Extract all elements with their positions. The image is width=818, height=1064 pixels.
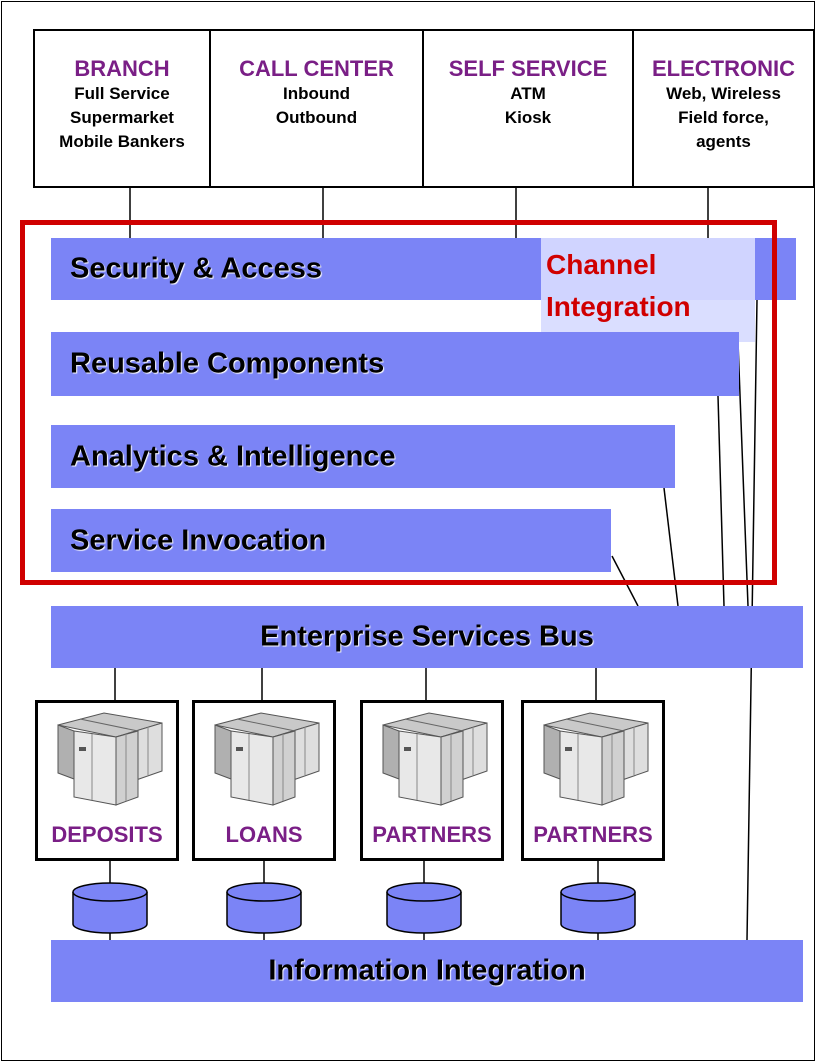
channel-self-service: SELF SERVICE ATM Kiosk: [424, 31, 634, 186]
server-rack-icon: [214, 712, 320, 806]
reusable-components-bar: Reusable Components: [51, 332, 739, 396]
channel-integration-line: Channel: [546, 249, 657, 280]
system-label: LOANS: [225, 822, 303, 847]
channel-electronic: ELECTRONIC Web, Wireless Field force, ag…: [634, 31, 813, 186]
system-partners: PARTNERS: [521, 700, 665, 861]
channel-integration-line: Integration: [546, 291, 691, 322]
channel-branch: BRANCH Full Service Supermarket Mobile B…: [35, 31, 211, 186]
channel-detail: Kiosk: [504, 108, 552, 127]
bar-label: Reusable Components: [70, 347, 385, 380]
database-cylinder-icon: [72, 882, 148, 934]
channel-detail: Outbound: [275, 108, 358, 127]
channel-detail: Full Service: [74, 84, 170, 103]
channel-detail: Web, Wireless: [666, 84, 781, 103]
channel-detail: ATM: [510, 84, 546, 103]
channel-integration-label-bg: [541, 238, 755, 342]
service-invocation-bar: Service Invocation: [51, 509, 611, 572]
channel-title: CALL CENTER: [239, 56, 394, 81]
channel-title: SELF SERVICE: [448, 56, 608, 81]
system-label: DEPOSITS: [51, 822, 163, 847]
analytics-intelligence-bar: Analytics & Intelligence: [51, 425, 675, 488]
system-label: PARTNERS: [533, 822, 653, 847]
channel-integration-label: Channel Integration: [546, 244, 691, 328]
server-rack-icon: [382, 712, 488, 806]
channel-title: BRANCH: [74, 56, 170, 81]
bar-label: Enterprise Services Bus: [260, 620, 594, 653]
channel-detail: Supermarket: [70, 108, 174, 127]
channel-call-center: CALL CENTER Inbound Outbound: [211, 31, 424, 186]
server-rack-icon: [57, 712, 163, 806]
enterprise-services-bus-bar: Enterprise Services Bus: [51, 606, 803, 668]
database-cylinder-icon: [560, 882, 636, 934]
system-label: PARTNERS: [372, 822, 492, 847]
bar-label: Service Invocation: [70, 524, 327, 556]
system-deposits: DEPOSITS: [35, 700, 179, 861]
system-loans: LOANS: [192, 700, 336, 861]
bar-label: Information Integration: [268, 954, 586, 987]
channel-integration-frame: [20, 220, 777, 585]
server-rack-icon: [543, 712, 649, 806]
channels-row: BRANCH Full Service Supermarket Mobile B…: [33, 29, 815, 188]
bar-label: Analytics & Intelligence: [70, 440, 396, 472]
bar-label: Security & Access: [70, 252, 323, 285]
channel-detail: Field force,: [678, 108, 769, 127]
information-integration-bar: Information Integration: [51, 940, 803, 1002]
channel-detail: agents: [696, 132, 751, 151]
system-partners: PARTNERS: [360, 700, 504, 861]
channel-detail: Mobile Bankers: [59, 132, 185, 151]
database-cylinder-icon: [386, 882, 462, 934]
channel-detail: Inbound: [282, 84, 351, 103]
database-cylinder-icon: [226, 882, 302, 934]
channel-title: ELECTRONIC: [652, 56, 795, 81]
